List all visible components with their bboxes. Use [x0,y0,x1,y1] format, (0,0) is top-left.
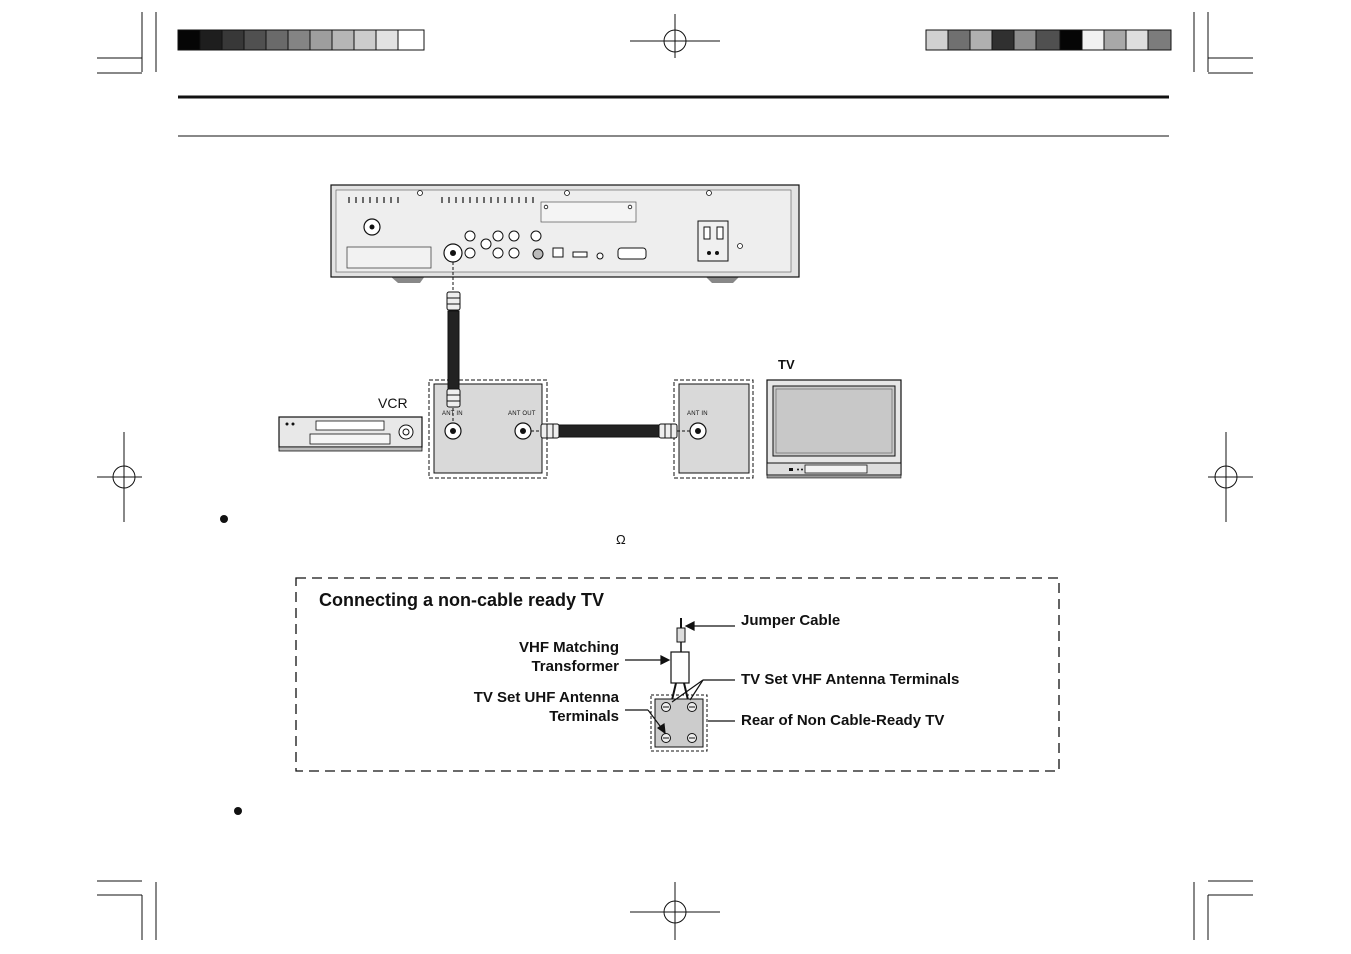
uhf-terminals-label-line1: TV Set UHF Antenna [473,689,619,706]
recorder-rear-panel [330,184,800,292]
calibration-strip-left [177,29,425,51]
vhf-matching-label-line1: VHF Matching [519,639,619,656]
matching-transformer-drawing [650,618,708,752]
coax-cable-vcr-to-tv [531,423,690,439]
uhf-terminals-label-line2: Terminals [549,708,619,725]
tv-ant-in-label: ANT IN [687,411,708,417]
vcr-label: VCR [378,395,408,411]
tv-label: TV [778,357,795,372]
ohm-symbol: Ω [616,532,626,547]
coax-cable-recorder-to-vcr [446,291,461,423]
tv-set [766,379,902,479]
recorder-ant-out-label: ANT OUT [508,411,536,417]
inset-leader-lines [625,621,735,735]
vcr-device [278,416,423,452]
calibration-strip-right [925,29,1172,51]
inset-frame [295,577,1060,772]
inset-title: Connecting a non-cable ready TV [319,590,605,610]
rear-non-cable-ready-label: Rear of Non Cable-Ready TV [741,712,945,729]
bullet-point [234,807,242,815]
recorder-ant-in-label: ANT IN [442,411,463,417]
vhf-terminals-label: TV Set VHF Antenna Terminals [741,671,960,688]
registration-marks [97,12,1253,940]
bullet-point [220,515,228,523]
jumper-cable-label: Jumper Cable [741,612,841,629]
vhf-matching-label-line2: Transformer [531,658,619,675]
tv-rear-input [673,379,754,479]
